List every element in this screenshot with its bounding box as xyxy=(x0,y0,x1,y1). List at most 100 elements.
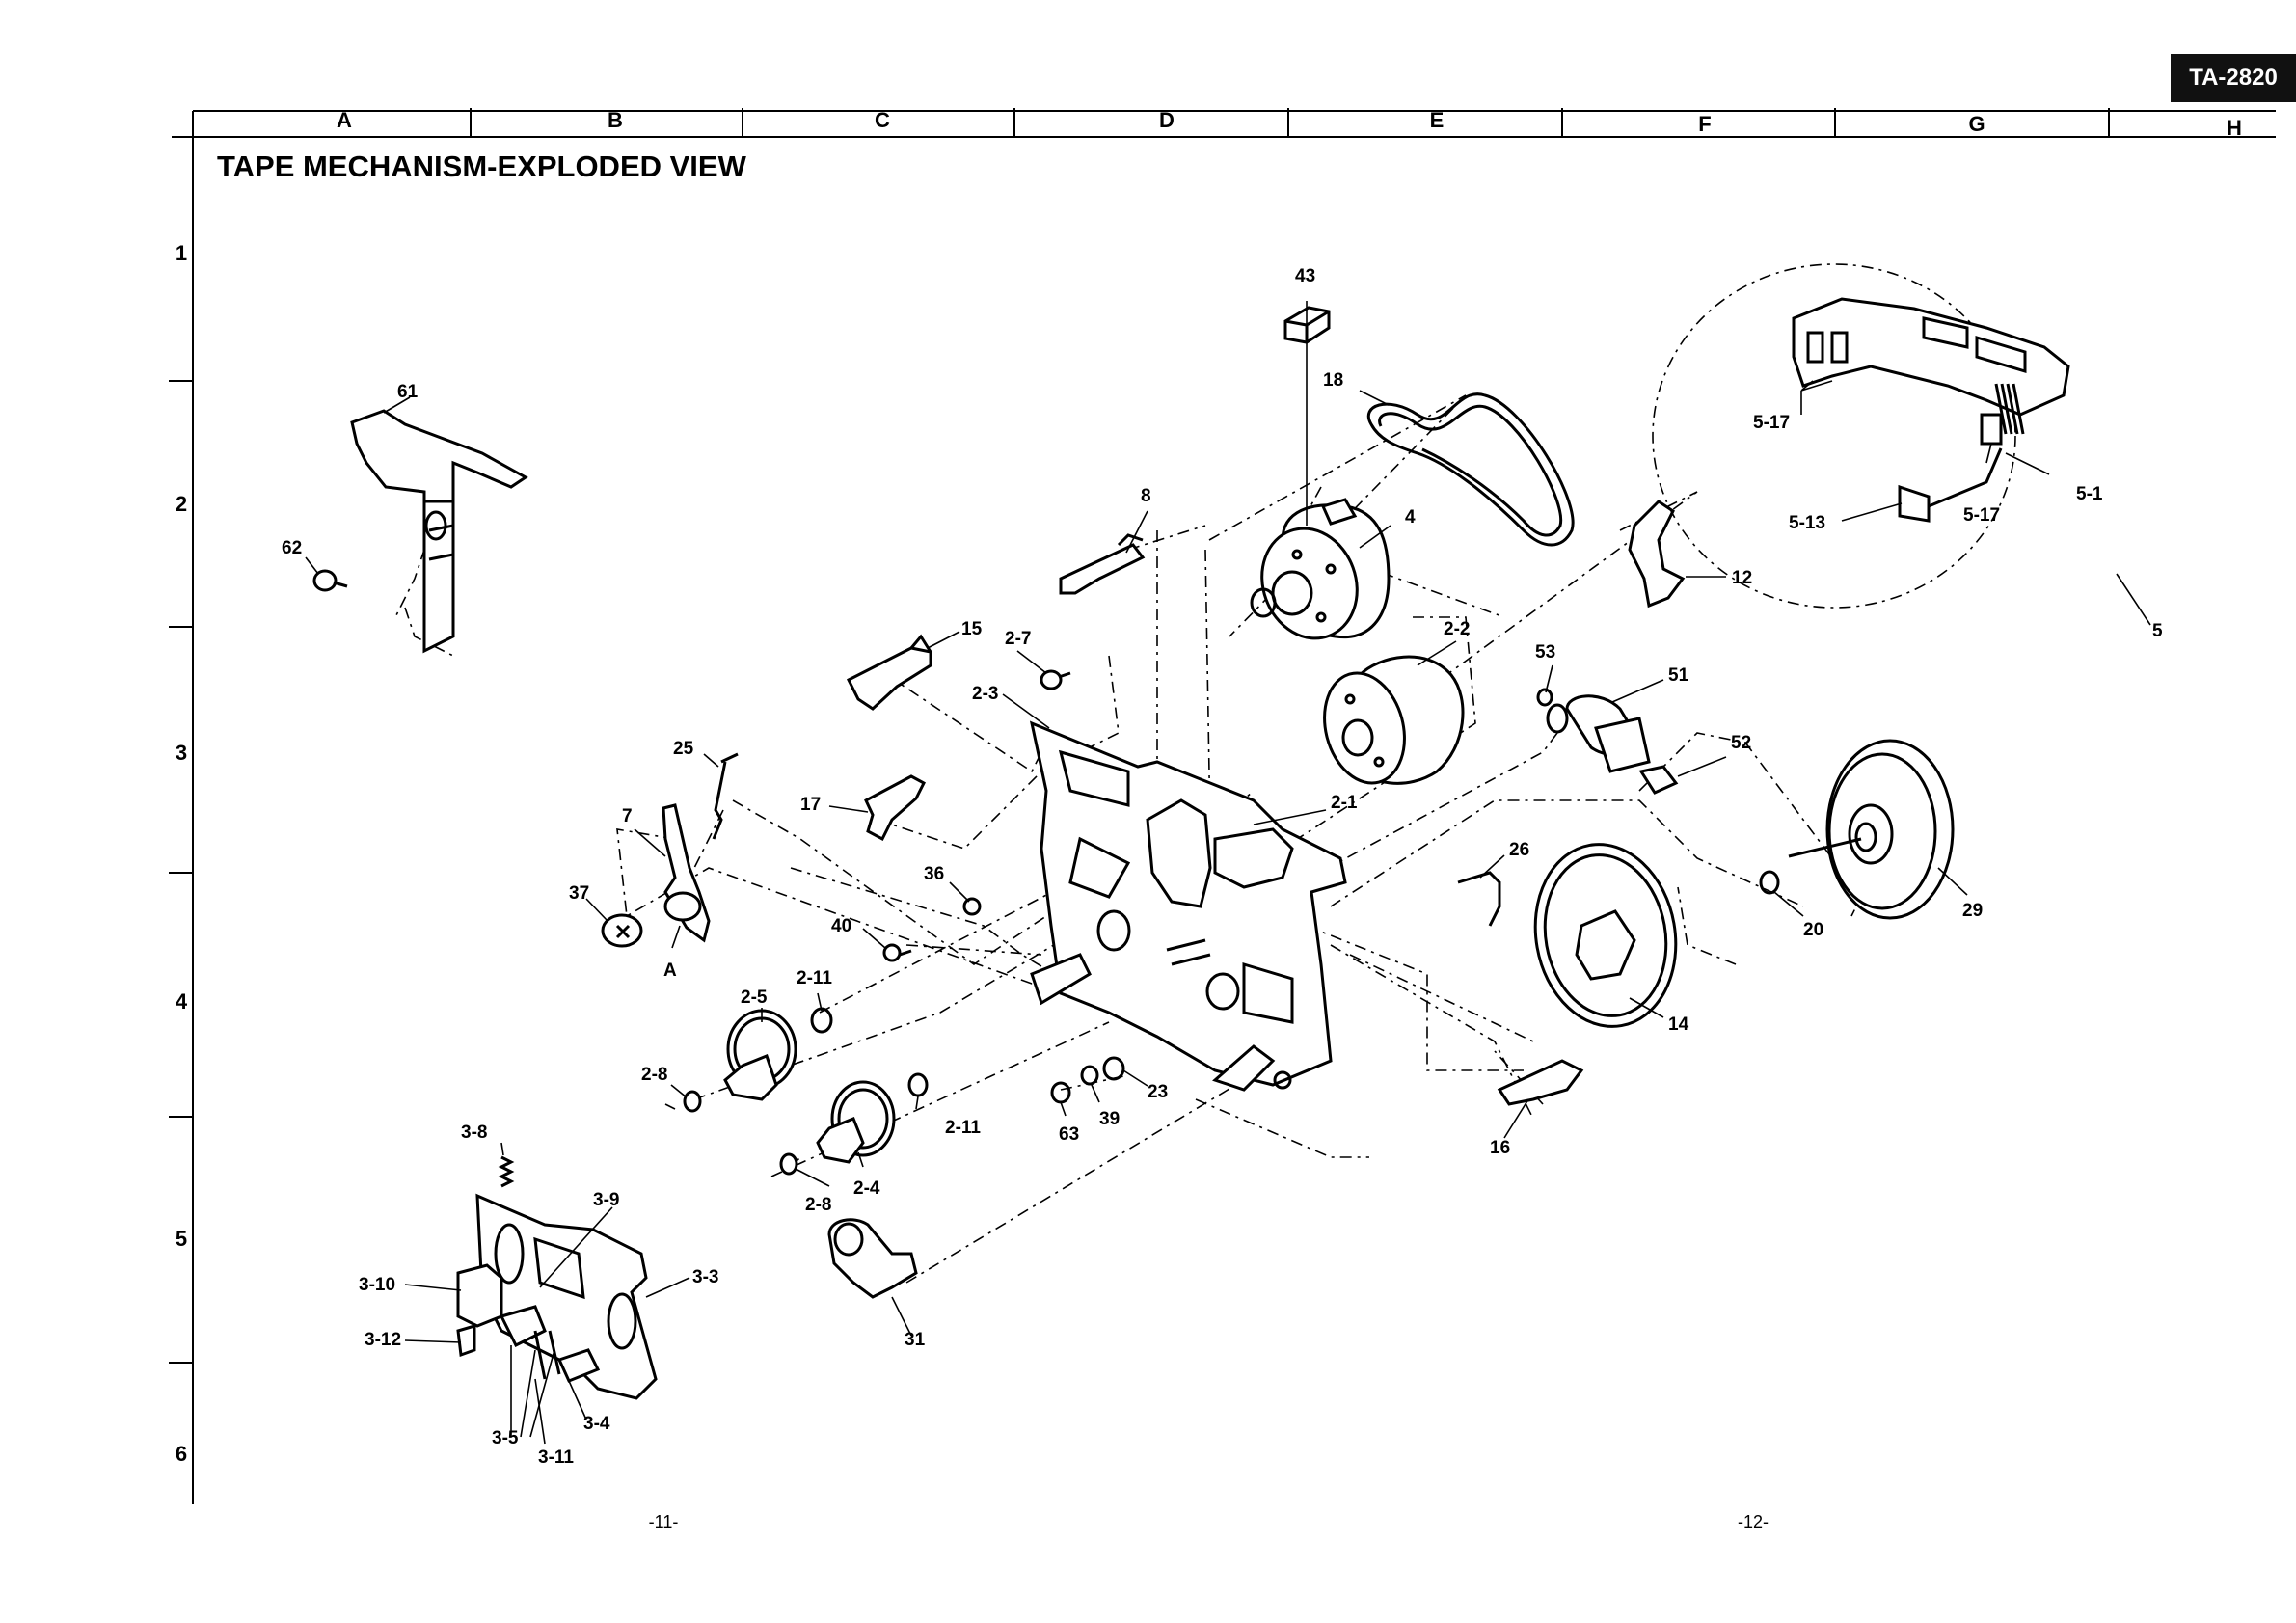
label-2-1: 2-1 xyxy=(1331,793,1358,813)
part-chassis-main xyxy=(1032,723,1345,1090)
label-2-8-b: 2-8 xyxy=(805,1195,831,1215)
part-52-plunger xyxy=(1641,767,1676,793)
part-2-4-gear xyxy=(818,1082,894,1162)
part-2-7-screw xyxy=(1041,671,1070,689)
part-15-lever xyxy=(849,636,931,709)
label-40: 40 xyxy=(831,916,851,936)
label-4: 4 xyxy=(1405,507,1416,527)
label-2-3: 2-3 xyxy=(972,684,998,704)
label-17: 17 xyxy=(800,795,821,815)
part-25-spring xyxy=(714,754,738,839)
part-3-8-spring xyxy=(501,1157,511,1186)
label-5-17-a: 5-17 xyxy=(1753,413,1790,433)
label-2-4: 2-4 xyxy=(853,1178,880,1199)
label-5-17-b: 5-17 xyxy=(1963,505,2000,526)
label-20: 20 xyxy=(1803,920,1823,940)
label-23: 23 xyxy=(1148,1082,1168,1102)
label-2-7: 2-7 xyxy=(1005,629,1031,649)
label-36: 36 xyxy=(924,864,944,884)
label-7: 7 xyxy=(622,806,633,826)
column-label-e: E xyxy=(1430,108,1445,132)
part-18-belt xyxy=(1368,394,1573,545)
part-20-washer xyxy=(1761,872,1778,893)
label-51: 51 xyxy=(1668,665,1689,686)
label-39: 39 xyxy=(1099,1109,1120,1129)
label-62: 62 xyxy=(282,538,302,558)
column-label-d: D xyxy=(1159,108,1175,132)
label-37: 37 xyxy=(569,883,589,904)
part-3-10-head xyxy=(458,1265,501,1326)
label-31: 31 xyxy=(905,1330,926,1350)
part-washers-63-39-23 xyxy=(1052,1058,1123,1102)
label-3-11: 3-11 xyxy=(538,1447,574,1468)
part-61-bracket xyxy=(352,411,526,651)
column-label-f: F xyxy=(1698,112,1711,136)
part-2-2-motor xyxy=(1312,657,1463,792)
page-title: TAPE MECHANISM-EXPLODED VIEW xyxy=(217,149,747,183)
part-3-12-pin xyxy=(458,1326,474,1355)
label-a: A xyxy=(663,960,677,981)
part-51-solenoid xyxy=(1548,696,1649,771)
label-29: 29 xyxy=(1962,901,1983,921)
part-29-flywheel xyxy=(1789,741,1953,918)
part-31-arm xyxy=(829,1220,916,1297)
row-label-3: 3 xyxy=(176,741,187,765)
label-25: 25 xyxy=(673,739,694,759)
part-5-pcb-assembly xyxy=(1653,264,2068,608)
label-52: 52 xyxy=(1731,733,1751,753)
column-label-b: B xyxy=(608,108,623,132)
label-3-9: 3-9 xyxy=(593,1190,619,1210)
label-16: 16 xyxy=(1490,1138,1510,1158)
label-2-2: 2-2 xyxy=(1444,619,1470,639)
row-label-1: 1 xyxy=(176,241,187,265)
part-26-spring xyxy=(1458,873,1499,926)
label-5: 5 xyxy=(2152,621,2163,641)
label-14: 14 xyxy=(1668,1014,1689,1035)
part-2-8-washer-b xyxy=(781,1154,797,1174)
part-40-screw xyxy=(884,945,911,960)
label-3-5: 3-5 xyxy=(492,1428,519,1448)
label-3-8: 3-8 xyxy=(461,1123,487,1143)
page-number-right: -12- xyxy=(1738,1512,1769,1531)
row-label-2: 2 xyxy=(176,492,187,516)
label-12: 12 xyxy=(1732,568,1752,588)
page-number-left: -11- xyxy=(649,1512,679,1531)
label-3-12: 3-12 xyxy=(365,1330,401,1350)
label-2-5: 2-5 xyxy=(741,987,768,1008)
part-62-screw xyxy=(314,571,347,590)
part-14-gear xyxy=(1522,833,1690,1038)
part-16-lever xyxy=(1499,1061,1581,1104)
part-36-screw xyxy=(964,899,980,914)
label-63: 63 xyxy=(1059,1124,1079,1145)
part-37-screw xyxy=(603,915,641,946)
column-label-g: G xyxy=(1968,112,1985,136)
label-8: 8 xyxy=(1141,486,1151,506)
part-2-11-washer-b xyxy=(909,1074,927,1096)
part-53-washer xyxy=(1538,690,1552,705)
label-3-10: 3-10 xyxy=(359,1275,395,1295)
label-61: 61 xyxy=(397,382,419,402)
label-3-3: 3-3 xyxy=(692,1267,718,1287)
part-2-5-gear xyxy=(725,1011,796,1099)
part-4-motor xyxy=(1247,500,1389,652)
part-2-8-washer-a xyxy=(685,1092,700,1111)
row-label-5: 5 xyxy=(176,1227,187,1251)
label-2-8-a: 2-8 xyxy=(641,1065,667,1085)
label-53: 53 xyxy=(1535,642,1555,663)
part-17-lever xyxy=(866,776,924,839)
part-7-arm xyxy=(663,805,709,940)
label-2-11-b: 2-11 xyxy=(945,1118,981,1138)
label-2-11-a: 2-11 xyxy=(797,968,832,988)
label-18: 18 xyxy=(1323,370,1343,391)
column-label-h: H xyxy=(2227,116,2242,140)
label-26: 26 xyxy=(1509,840,1529,860)
label-5-13: 5-13 xyxy=(1789,513,1825,533)
label-43: 43 xyxy=(1295,266,1315,286)
column-label-c: C xyxy=(875,108,890,132)
label-15: 15 xyxy=(961,619,983,639)
row-label-4: 4 xyxy=(176,989,188,1014)
label-3-4: 3-4 xyxy=(583,1414,610,1434)
row-label-6: 6 xyxy=(176,1442,187,1466)
column-label-a: A xyxy=(337,108,352,132)
